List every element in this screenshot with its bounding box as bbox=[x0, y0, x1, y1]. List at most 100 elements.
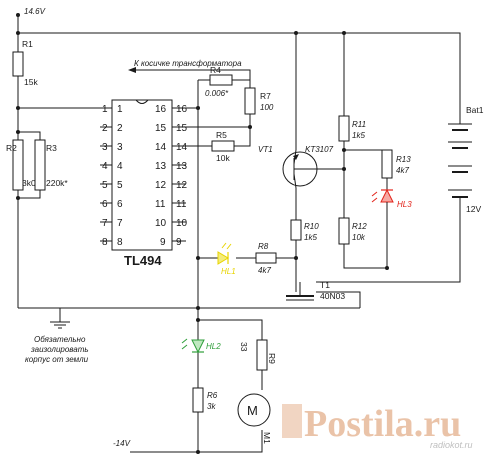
ic-pin-16: 16 bbox=[155, 104, 167, 115]
transistor-vt1[interactable]: VT1 KT3107 bbox=[258, 145, 334, 189]
r2-ref: R2 bbox=[6, 143, 17, 153]
resistor-r11[interactable]: R11 1k5 bbox=[338, 115, 366, 142]
ic-pin-2: 2 bbox=[117, 123, 123, 134]
battery-value: 12V bbox=[466, 204, 481, 214]
ic-pin-11-outer: 11 bbox=[176, 199, 187, 210]
ic-pin-4: 4 bbox=[117, 161, 123, 172]
resistor-r12[interactable]: R12 10k bbox=[338, 217, 367, 245]
led-hl3[interactable]: HL3 bbox=[371, 188, 412, 212]
vt1-ref: VT1 bbox=[258, 145, 273, 154]
ic-pin-15-outer: 15 bbox=[176, 123, 188, 134]
r10-value: 1k5 bbox=[304, 233, 317, 242]
resistor-r2[interactable]: R2 3k09 bbox=[6, 139, 41, 191]
resistor-r5[interactable]: R5 10k bbox=[211, 130, 235, 163]
resistor-r7[interactable]: R7 100 bbox=[244, 87, 274, 115]
ic-pin-2-outer: 2 bbox=[102, 123, 108, 134]
ic-pin-5-outer: 5 bbox=[102, 180, 108, 191]
ic-pin-3: 3 bbox=[117, 142, 123, 153]
ic-name: TL494 bbox=[124, 253, 162, 268]
r8-ref: R8 bbox=[258, 242, 269, 251]
ic-pin-12-outer: 12 bbox=[176, 180, 188, 191]
transformer-arrow-icon bbox=[128, 67, 136, 73]
watermark-title: Postila.ru bbox=[304, 403, 461, 445]
ic-pin-12: 12 bbox=[155, 180, 167, 191]
watermark: Postila.ru radiokot.ru bbox=[282, 403, 473, 450]
wires bbox=[17, 15, 461, 453]
resistor-r4[interactable]: R4 0.006* bbox=[205, 65, 233, 98]
r12-ref: R12 bbox=[352, 222, 367, 231]
junctions bbox=[16, 13, 389, 454]
watermark-logo-icon bbox=[282, 404, 302, 438]
ic-pin-8-outer: 8 bbox=[102, 237, 108, 248]
led-hl2[interactable]: HL2 bbox=[181, 338, 221, 354]
supply-minus-label: -14V bbox=[113, 439, 131, 448]
t1-value: 40N03 bbox=[320, 291, 345, 301]
resistor-r3[interactable]: R3 220k* bbox=[34, 139, 68, 191]
battery-ref: Bat1 bbox=[466, 105, 484, 115]
resistor-r6[interactable]: R6 3k bbox=[192, 387, 218, 413]
vt1-value: KT3107 bbox=[305, 145, 334, 154]
ground-symbol bbox=[50, 321, 70, 329]
motor-symbol: M bbox=[247, 403, 258, 418]
ic-pin-1: 1 bbox=[117, 104, 123, 115]
ic-pin-15: 15 bbox=[155, 123, 167, 134]
ic-tl494[interactable]: TL494 1 2 3 4 5 6 7 8 1 2 3 4 5 6 7 8 16… bbox=[102, 99, 188, 268]
ic-pin-10: 10 bbox=[155, 218, 167, 229]
r11-ref: R11 bbox=[352, 120, 366, 129]
r11-value: 1k5 bbox=[352, 131, 365, 140]
resistor-r13[interactable]: R13 4k7 bbox=[381, 149, 411, 179]
r6-value: 3k bbox=[207, 402, 216, 411]
t1-ref: T1 bbox=[320, 280, 330, 290]
led-hl1[interactable]: HL1 bbox=[217, 242, 236, 276]
ic-pin-6: 6 bbox=[117, 199, 123, 210]
r13-ref: R13 bbox=[396, 155, 411, 164]
r8-value: 4k7 bbox=[258, 266, 271, 275]
ic-pin-14: 14 bbox=[155, 142, 167, 153]
resistor-r8[interactable]: R8 4k7 bbox=[255, 242, 277, 275]
ic-pin-14-outer: 14 bbox=[176, 142, 188, 153]
r3-value: 220k* bbox=[46, 178, 68, 188]
r3-ref: R3 bbox=[46, 143, 57, 153]
ic-pin-5: 5 bbox=[117, 180, 123, 191]
ground-note-line-1: Обязательно bbox=[34, 335, 86, 344]
resistor-r1[interactable]: R1 15k bbox=[12, 39, 38, 87]
r1-ref: R1 bbox=[22, 39, 33, 49]
hl2-ref: HL2 bbox=[206, 342, 221, 351]
motor-ref: M1 bbox=[262, 432, 272, 444]
r6-ref: R6 bbox=[207, 391, 218, 400]
vt1-emitter-arrow-icon bbox=[293, 154, 299, 160]
r10-ref: R10 bbox=[304, 222, 319, 231]
mosfet-t1[interactable]: T1 40N03 bbox=[286, 280, 345, 301]
ic-pin-8: 8 bbox=[117, 237, 123, 248]
resistor-r9[interactable]: R9 33 bbox=[239, 339, 277, 371]
ic-pin-7: 7 bbox=[117, 218, 123, 229]
r2-value: 3k09 bbox=[22, 178, 41, 188]
battery-bat1[interactable]: Bat1 12V bbox=[448, 105, 484, 214]
r12-value: 10k bbox=[352, 233, 366, 242]
hl3-ref: HL3 bbox=[397, 200, 412, 209]
ic-pin-13: 13 bbox=[155, 161, 167, 172]
ic-pin-6-outer: 6 bbox=[102, 199, 108, 210]
r7-value: 100 bbox=[260, 103, 274, 112]
ic-pin-3-outer: 3 bbox=[102, 142, 108, 153]
r5-ref: R5 bbox=[216, 130, 227, 140]
r5-value: 10k bbox=[216, 153, 230, 163]
ic-pin-13-outer: 13 bbox=[176, 161, 188, 172]
resistor-r10[interactable]: R10 1k5 bbox=[290, 219, 319, 242]
ic-pin-16-outer: 16 bbox=[176, 104, 188, 115]
ic-pin-9: 9 bbox=[160, 237, 166, 248]
hl1-ref: HL1 bbox=[221, 267, 236, 276]
ic-pin-1-outer: 1 bbox=[102, 104, 108, 115]
ground-note-line-2: заизолировать bbox=[30, 345, 89, 354]
motor-m1[interactable]: M M1 bbox=[237, 393, 272, 444]
supply-plus-label: 14.6V bbox=[24, 7, 46, 16]
ic-pin-11: 11 bbox=[155, 199, 166, 210]
r7-ref: R7 bbox=[260, 91, 271, 101]
ic-pin-7-outer: 7 bbox=[102, 218, 108, 229]
ic-pin-10-outer: 10 bbox=[176, 218, 188, 229]
ground-note-line-3: корпус от земли bbox=[25, 355, 89, 364]
watermark-site: radiokot.ru bbox=[430, 440, 473, 450]
r1-value: 15k bbox=[24, 77, 38, 87]
r4-ref: R4 bbox=[210, 65, 221, 75]
